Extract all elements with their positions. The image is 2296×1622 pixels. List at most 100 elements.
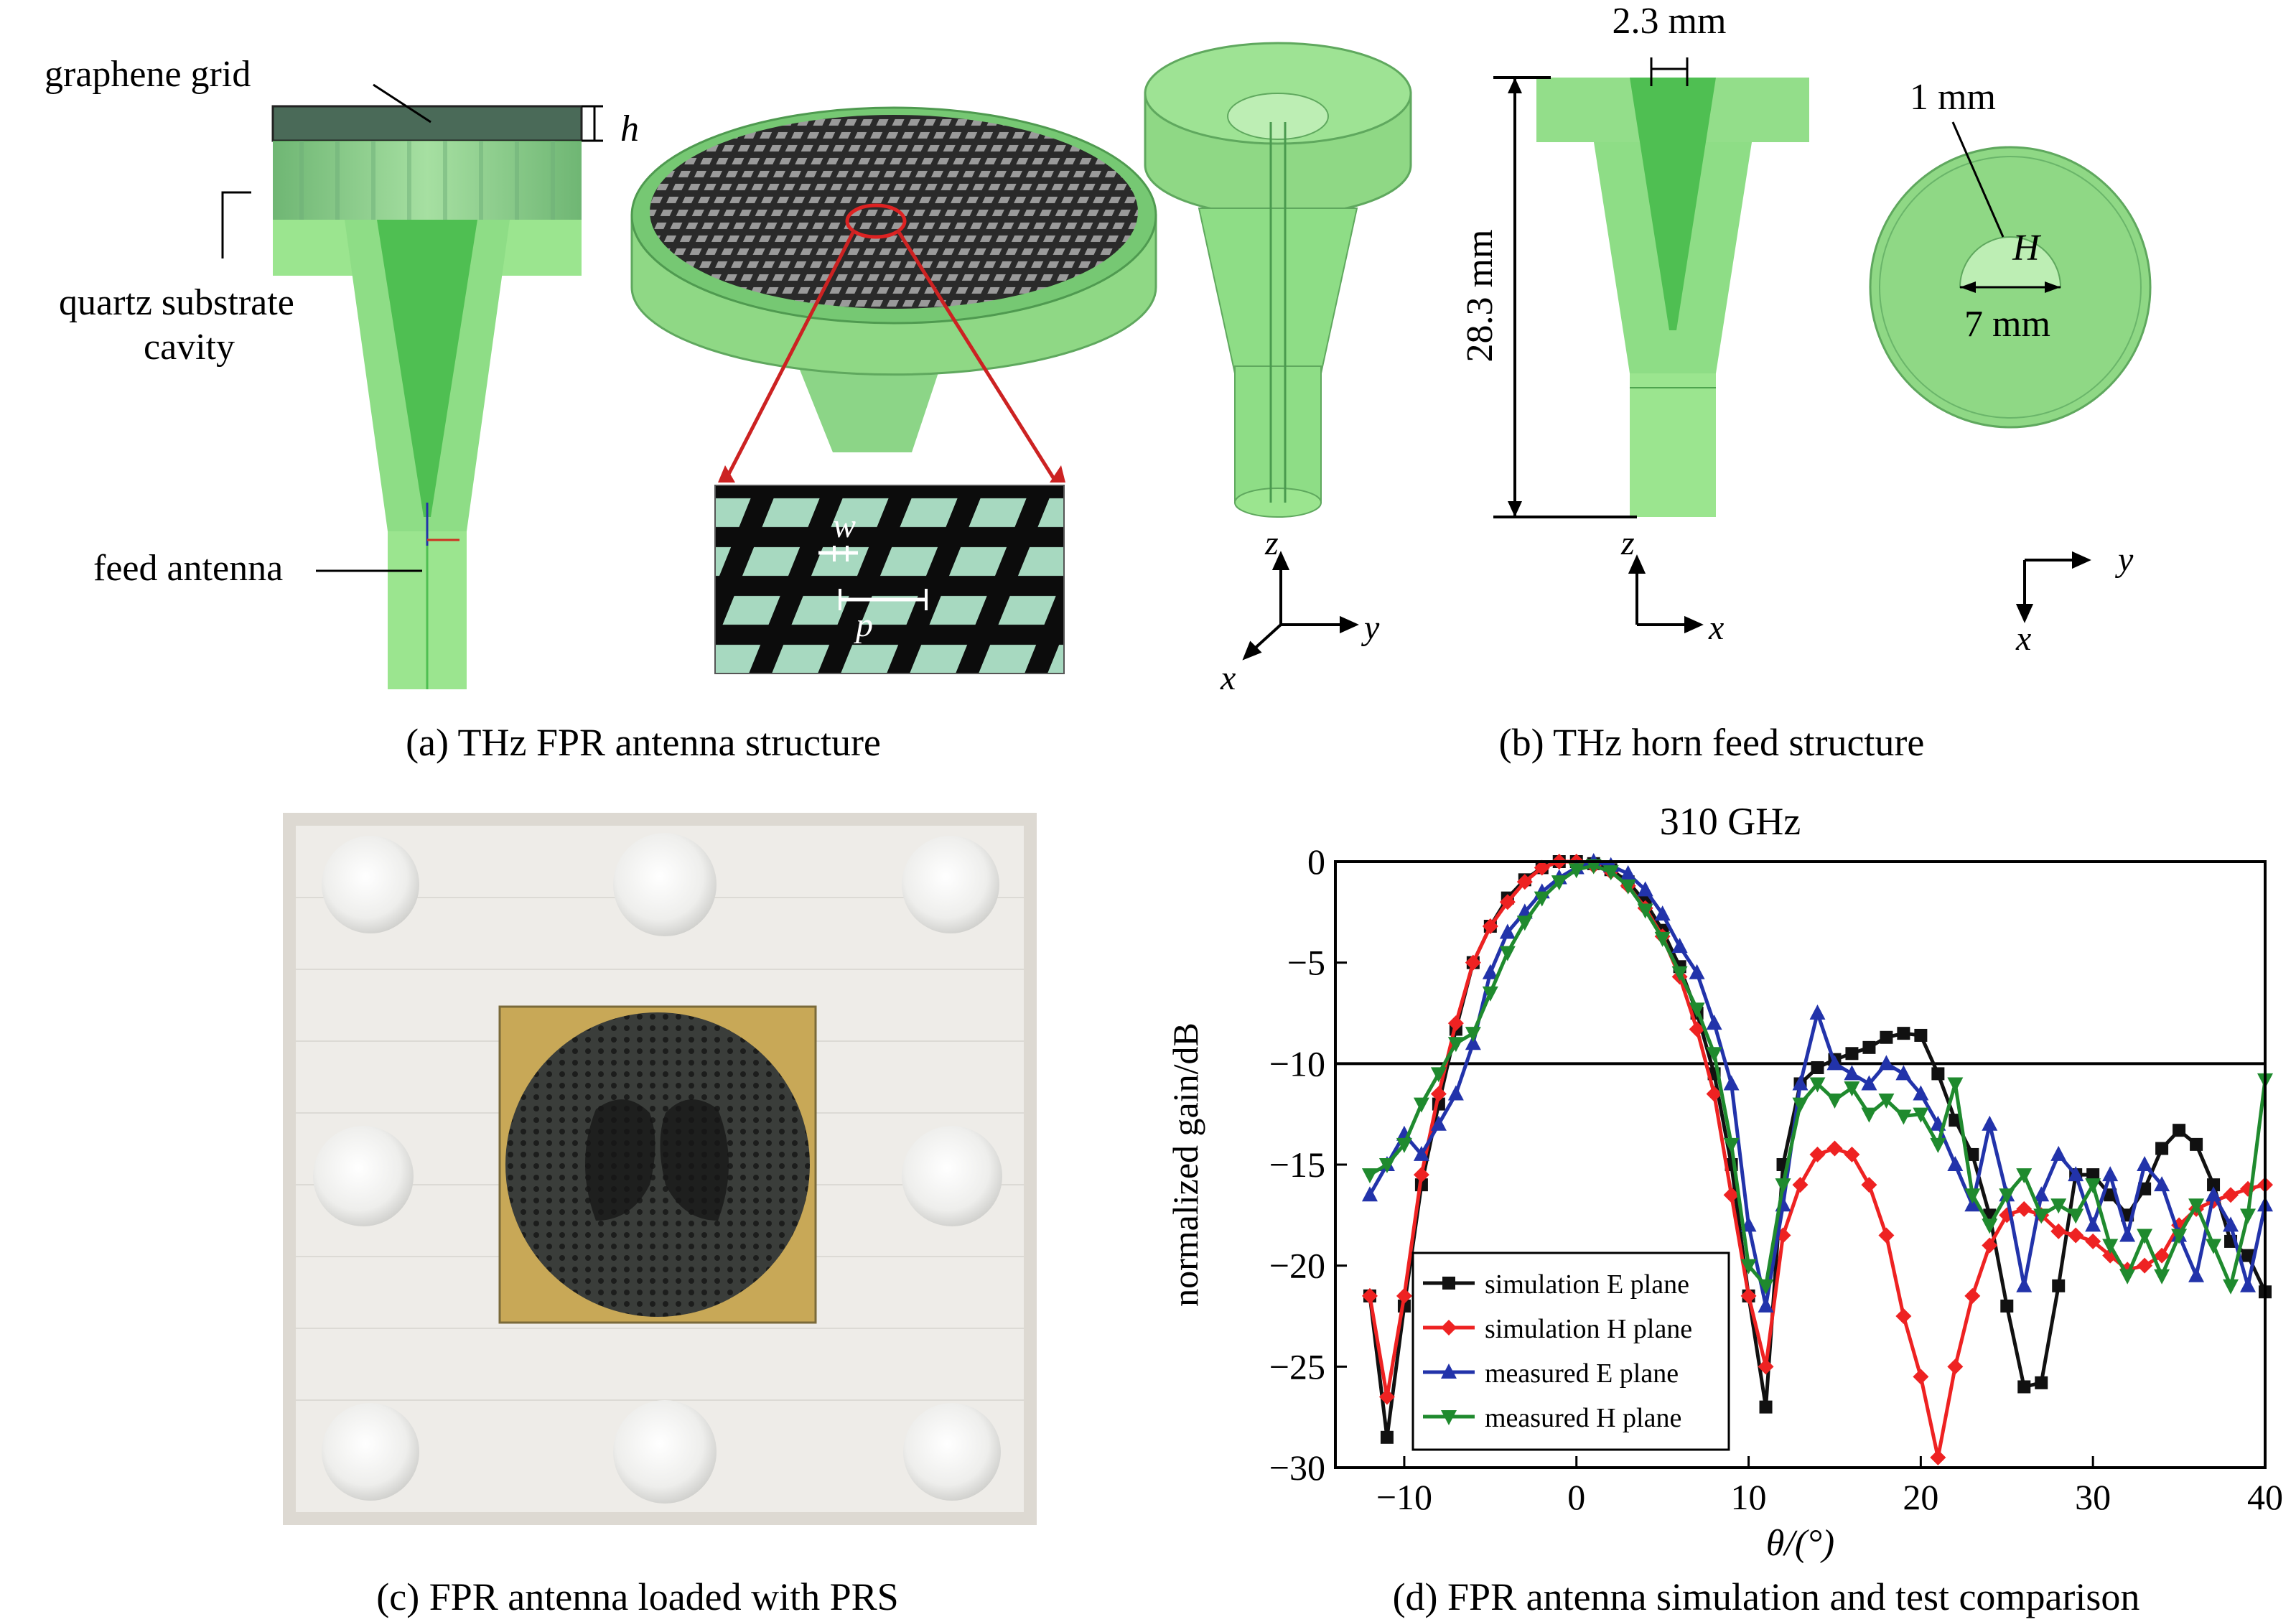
data-point bbox=[1880, 1030, 1893, 1044]
data-point bbox=[1723, 1187, 1740, 1203]
dim-1mm: 1 mm bbox=[1910, 77, 1996, 118]
chart-series bbox=[1361, 853, 2273, 1465]
data-point bbox=[1964, 1188, 1981, 1204]
data-point bbox=[1792, 1177, 1809, 1193]
dim-2-3mm: 2.3 mm bbox=[1613, 1, 1727, 42]
data-point bbox=[1706, 1015, 1722, 1030]
data-point bbox=[1844, 1081, 1860, 1097]
axis3-x: x bbox=[2015, 620, 2031, 658]
data-point bbox=[2033, 1186, 2050, 1202]
data-point bbox=[1380, 1430, 1394, 1444]
data-point bbox=[1826, 1055, 1843, 1071]
data-point bbox=[2190, 1137, 2203, 1151]
data-point bbox=[2240, 1277, 2257, 1292]
data-point bbox=[1706, 1086, 1722, 1102]
fpr-cross-section bbox=[271, 105, 583, 689]
data-point bbox=[2068, 1208, 2084, 1224]
data-point bbox=[1378, 1158, 1395, 1173]
data-point bbox=[1809, 1005, 1826, 1020]
data-point bbox=[1671, 938, 1688, 954]
screw-heads bbox=[313, 833, 1002, 1504]
label-feed-antenna: feed antenna bbox=[93, 548, 283, 589]
data-point bbox=[1465, 954, 1481, 971]
legend-swatch-marker bbox=[1441, 1320, 1457, 1336]
y-tick-label: −25 bbox=[1269, 1346, 1325, 1386]
data-point bbox=[1499, 894, 1516, 910]
axis3-y: y bbox=[2114, 541, 2134, 579]
x-tick-label: 40 bbox=[2247, 1477, 2283, 1517]
data-point bbox=[2188, 1198, 2205, 1214]
data-point bbox=[2223, 1187, 2239, 1203]
data-point bbox=[2119, 1226, 2136, 1242]
data-point bbox=[1396, 1287, 1412, 1304]
data-point bbox=[1914, 1028, 1928, 1042]
data-point bbox=[1844, 1065, 1860, 1081]
legend-swatch-marker bbox=[1441, 1410, 1457, 1425]
data-point bbox=[1689, 1002, 1705, 1018]
data-point bbox=[1534, 891, 1550, 907]
x-tick-label: 10 bbox=[1731, 1477, 1767, 1517]
data-point bbox=[1740, 1287, 1757, 1304]
axis1-z: z bbox=[1264, 524, 1279, 562]
x-tick-label: 30 bbox=[2075, 1477, 2111, 1517]
data-point bbox=[1878, 1227, 1895, 1244]
y-tick-label: −20 bbox=[1269, 1246, 1325, 1286]
data-point bbox=[1982, 1115, 1998, 1131]
caption-b: (b) THz horn feed structure bbox=[1499, 721, 1925, 764]
caption-c: (c) FPR antenna loaded with PRS bbox=[376, 1575, 898, 1618]
data-point bbox=[2241, 1249, 2255, 1262]
data-point bbox=[1913, 1085, 1929, 1101]
data-point bbox=[2102, 1166, 2119, 1182]
data-point bbox=[1499, 923, 1516, 939]
x-axis-label: θ/(°) bbox=[1766, 1523, 1834, 1564]
data-point bbox=[1930, 1449, 1946, 1465]
horn-3d-view bbox=[1144, 42, 1412, 518]
data-point bbox=[1723, 1137, 1740, 1153]
data-point bbox=[1396, 1137, 1412, 1153]
data-point bbox=[1447, 1015, 1464, 1032]
y-tick-label: −5 bbox=[1287, 943, 1325, 983]
data-point bbox=[1895, 1308, 1912, 1324]
data-point bbox=[1878, 1055, 1895, 1071]
data-point bbox=[1620, 879, 1636, 895]
data-point bbox=[1465, 1035, 1481, 1050]
data-point bbox=[2086, 1168, 2100, 1182]
data-point bbox=[1723, 1075, 1740, 1091]
series-measured-h-plane bbox=[1361, 859, 2273, 1295]
data-point bbox=[1758, 1279, 1774, 1295]
data-point bbox=[2102, 1239, 2119, 1254]
data-point bbox=[1826, 1093, 1843, 1109]
data-point bbox=[1826, 1140, 1843, 1157]
data-point bbox=[2206, 1239, 2222, 1254]
label-h: h bbox=[620, 108, 639, 149]
data-point bbox=[1568, 863, 1585, 879]
data-point bbox=[1361, 1186, 1378, 1202]
data-point bbox=[1465, 1027, 1481, 1043]
label-w: w bbox=[833, 507, 856, 545]
data-point bbox=[1620, 864, 1636, 880]
data-point bbox=[2223, 1216, 2239, 1232]
data-point bbox=[1516, 874, 1533, 890]
axis2-x: x bbox=[1708, 609, 1724, 647]
data-point bbox=[2085, 1178, 2101, 1194]
data-point bbox=[1499, 946, 1516, 961]
data-point bbox=[1758, 1358, 1774, 1375]
data-point bbox=[1689, 964, 1705, 979]
axis1-x: x bbox=[1220, 659, 1236, 697]
data-point bbox=[1534, 859, 1550, 876]
data-point bbox=[2173, 1124, 2186, 1137]
data-point bbox=[1413, 1097, 1429, 1113]
legend-swatch-marker bbox=[1442, 1277, 1455, 1290]
data-point bbox=[1361, 1168, 1378, 1184]
data-point bbox=[1654, 905, 1671, 921]
data-point bbox=[2050, 1198, 2067, 1214]
data-point bbox=[2085, 1216, 2101, 1232]
panel-c: (c) FPR antenna loaded with PRS bbox=[283, 813, 1037, 1618]
data-point bbox=[1447, 1037, 1464, 1053]
data-point bbox=[2050, 1223, 2067, 1239]
data-point bbox=[1413, 1145, 1429, 1161]
caption-d: (d) FPR antenna simulation and test comp… bbox=[1393, 1575, 2140, 1618]
data-point bbox=[1861, 1177, 1877, 1193]
